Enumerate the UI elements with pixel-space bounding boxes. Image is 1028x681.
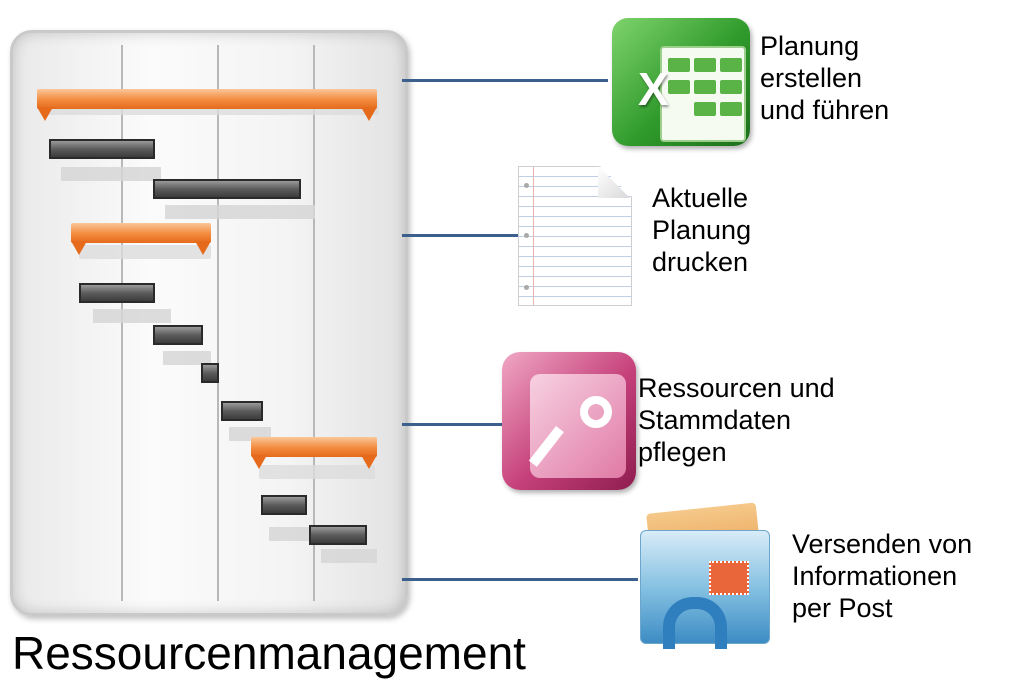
gantt-task-shadow <box>269 527 317 541</box>
key-icon <box>580 396 612 428</box>
label-planung: Planung erstellen und führen <box>760 31 890 125</box>
gantt-task-shadow <box>93 309 171 323</box>
gantt-task-bar <box>221 401 263 421</box>
excel-icon: X <box>612 18 750 146</box>
gantt-task-shadow <box>61 167 161 181</box>
access-key-icon <box>502 352 636 490</box>
gantt-summary-shadow <box>259 465 375 479</box>
gantt-summary-bar <box>71 223 211 255</box>
gantt-task-bar <box>153 325 203 345</box>
gantt-task-bar <box>309 525 367 545</box>
gantt-task-bar <box>261 495 307 515</box>
connector-line <box>402 234 532 237</box>
gantt-task-bar <box>49 139 155 159</box>
gantt-task-shadow <box>321 549 377 563</box>
stamp-icon <box>709 561 749 595</box>
label-versenden: Versenden von Informationen per Post <box>792 529 973 623</box>
gantt-summary-bar <box>37 89 377 121</box>
gantt-task-shadow <box>165 205 315 219</box>
gantt-gridline <box>313 45 315 601</box>
connector-line <box>402 423 512 426</box>
gantt-gridline <box>217 45 219 601</box>
gantt-gridline <box>121 45 123 601</box>
mail-envelope-icon <box>640 502 780 649</box>
gantt-task-bar <box>153 179 301 199</box>
gantt-summary-bar <box>251 437 377 469</box>
gantt-chart-graphic <box>10 30 408 616</box>
diagram-title: Ressourcenmanagement <box>12 627 526 679</box>
excel-x-glyph: X <box>638 63 669 115</box>
connector-line <box>402 79 608 82</box>
excel-sheet <box>660 46 746 142</box>
gantt-task-bar <box>201 363 219 383</box>
label-ressourcen: Ressourcen und Stammdaten pflegen <box>638 373 835 467</box>
label-drucken: Aktuelle Planung drucken <box>652 183 752 277</box>
gantt-task-bar <box>79 283 155 303</box>
gantt-summary-shadow <box>79 245 211 259</box>
gantt-task-shadow <box>163 351 211 365</box>
connector-line <box>402 578 638 581</box>
